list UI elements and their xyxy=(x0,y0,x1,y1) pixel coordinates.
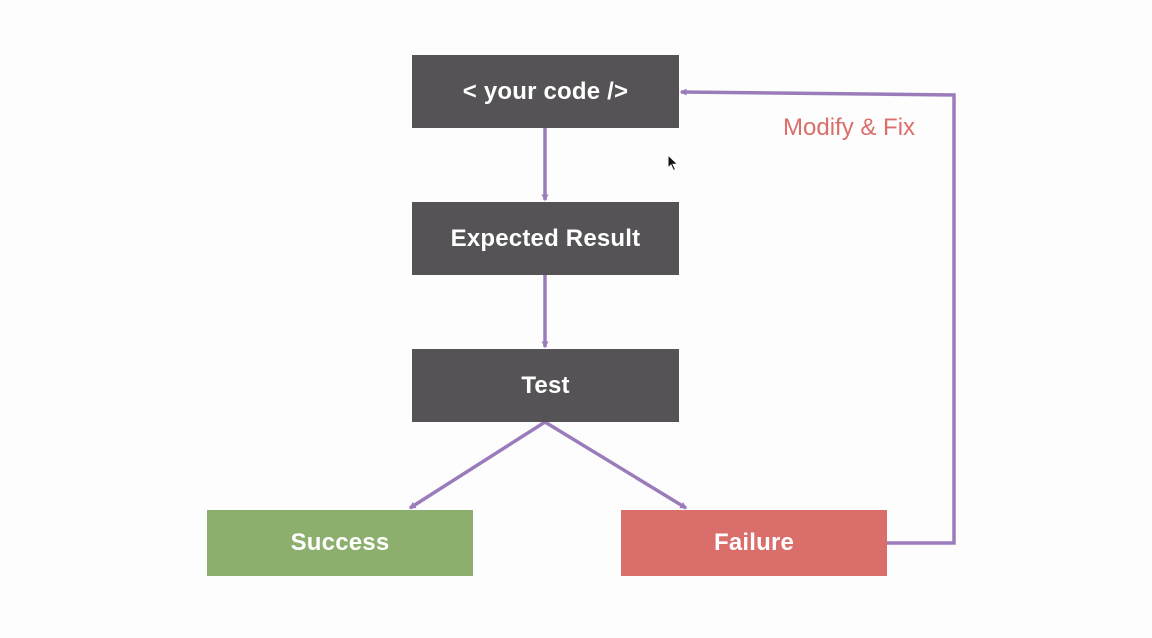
arrow-test-to-success xyxy=(408,420,546,510)
mouse-pointer-icon xyxy=(667,154,679,172)
node-test: Test xyxy=(412,349,679,422)
arrow-failure-to-code xyxy=(679,88,956,545)
edge-label-modify-fix: Modify & Fix xyxy=(783,114,916,141)
node-failure-label: Failure xyxy=(713,529,795,556)
arrow-test-to-failure xyxy=(544,420,688,510)
node-expected-result: Expected Result xyxy=(412,202,679,275)
node-failure: Failure xyxy=(621,510,887,576)
node-success-label: Success xyxy=(290,529,390,556)
node-your-code: < your code /> xyxy=(412,55,679,128)
node-expected-result-label: Expected Result xyxy=(450,224,641,252)
node-test-label: Test xyxy=(521,371,570,399)
node-your-code-label: < your code /> xyxy=(462,77,629,105)
node-success: Success xyxy=(207,510,473,576)
